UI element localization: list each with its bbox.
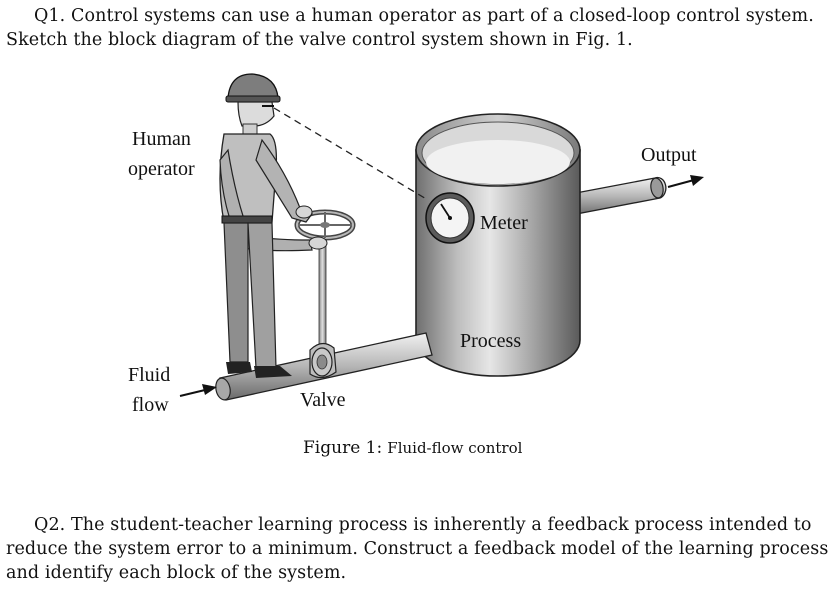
question-2-line-1: Q2. The student-teacher learning process… xyxy=(34,515,812,535)
label-flow: flow xyxy=(132,394,169,416)
output-pipe xyxy=(559,176,667,217)
meter-gauge-icon xyxy=(425,192,475,244)
label-human: Human xyxy=(132,128,191,150)
question-1-line-1: Q1. Control systems can use a human oper… xyxy=(34,6,814,26)
label-valve: Valve xyxy=(300,389,346,411)
fluid-flow-control-figure xyxy=(179,73,704,401)
question-1: Q1. Control systems can use a human oper… xyxy=(6,4,828,52)
question-2-line-3: and identify each block of the system. xyxy=(6,563,347,583)
question-1-line-2: Sketch the block diagram of the valve co… xyxy=(6,30,633,50)
question-2: Q2. The student-teacher learning process… xyxy=(6,513,828,585)
label-process: Process xyxy=(460,330,522,352)
output-arrow xyxy=(667,175,704,188)
human-operator-figure xyxy=(219,73,328,378)
label-fluid: Fluid xyxy=(128,364,171,386)
fluid-flow-arrow xyxy=(179,384,217,397)
caption-number: Figure 1: xyxy=(303,438,383,458)
label-output: Output xyxy=(641,144,697,166)
label-operator: operator xyxy=(128,158,195,180)
figure-caption: Figure 1: Fluid-flow control xyxy=(303,438,522,458)
valve xyxy=(309,237,337,379)
question-2-line-2: reduce the system error to a minimum. Co… xyxy=(6,539,829,559)
label-meter: Meter xyxy=(480,212,528,234)
valve-handwheel-icon xyxy=(294,209,356,241)
sight-line xyxy=(273,107,429,201)
caption-text: Fluid-flow control xyxy=(387,439,523,457)
